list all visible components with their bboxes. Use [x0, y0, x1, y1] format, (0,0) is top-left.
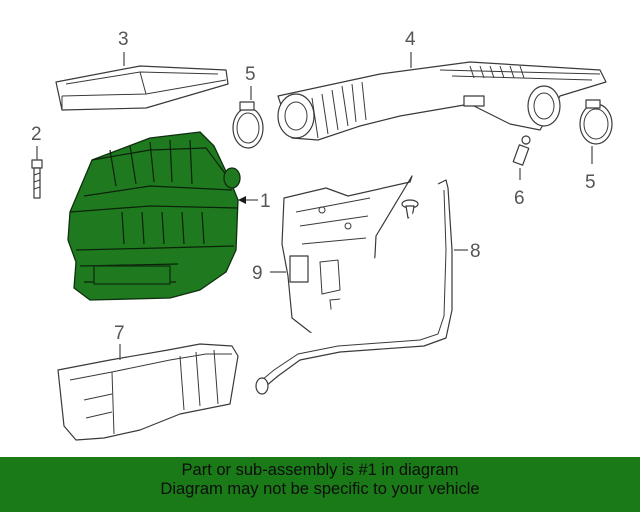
parts-diagram: 3 2 1 5 — [31, 29, 613, 441]
hose-clamp-left — [232, 101, 264, 149]
mounting-bolt — [31, 159, 43, 199]
callout-1: 1 — [260, 191, 271, 212]
callout-5-right: 5 — [585, 172, 596, 193]
notice-banner: Part or sub-assembly is #1 in diagram Di… — [0, 457, 640, 512]
banner-line-2: Diagram may not be specific to your vehi… — [160, 480, 480, 498]
callout-5-left: 5 — [245, 64, 256, 85]
sensor — [512, 135, 531, 166]
callout-8: 8 — [470, 241, 481, 262]
callout-9: 9 — [252, 263, 263, 284]
air-filter-element — [55, 65, 229, 111]
hose-clamp-right — [579, 99, 613, 145]
banner-line-1: Part or sub-assembly is #1 in diagram — [181, 461, 459, 479]
callout-4: 4 — [405, 29, 416, 50]
air-intake-duct — [277, 61, 607, 141]
air-cleaner-assembly — [67, 131, 241, 301]
callout-3: 3 — [118, 29, 129, 50]
callout-7: 7 — [114, 323, 125, 344]
callout-2: 2 — [31, 124, 42, 145]
vent-hose — [255, 179, 453, 395]
inlet-duct — [57, 343, 239, 441]
callout-6: 6 — [514, 188, 525, 209]
